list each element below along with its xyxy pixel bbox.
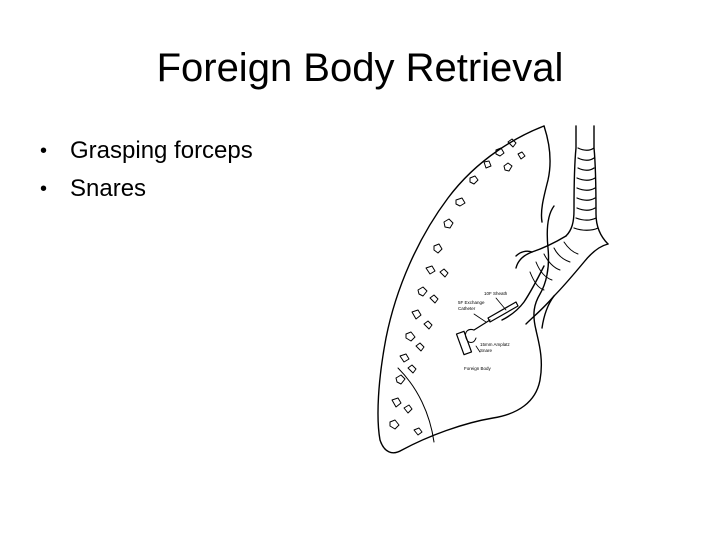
label-sheath: 10F Sheath xyxy=(484,291,508,296)
bullet-list: • Grasping forceps • Snares xyxy=(40,132,253,208)
label-snare-1: 15mm Amplatz xyxy=(480,342,511,347)
label-snare-2: Snare xyxy=(480,348,493,353)
sheath-tube xyxy=(487,301,519,323)
bullet-item-grasping-forceps: • Grasping forceps xyxy=(40,132,253,170)
label-catheter-2: Catheter xyxy=(458,306,476,311)
bronchus-rings xyxy=(529,241,579,291)
trachea-right-wall xyxy=(593,125,609,245)
lung-outline xyxy=(377,125,545,454)
slide-title: Foreign Body Retrieval xyxy=(156,46,564,90)
lung-fissure xyxy=(397,367,435,443)
tracheal-rings xyxy=(573,147,599,231)
label-pointer-snare xyxy=(475,345,481,353)
bronchus-branch-lower xyxy=(541,295,555,329)
bronchus-inner xyxy=(501,265,545,321)
bullet-item-snares: • Snares xyxy=(40,170,253,208)
bullet-text: Grasping forceps xyxy=(70,137,253,164)
bullet-dot-icon: • xyxy=(40,140,48,162)
trachea-left-wall xyxy=(565,125,577,237)
lung-upper-edge xyxy=(540,125,551,223)
foreign-body-shape xyxy=(455,330,473,356)
bronchus-lower-wall xyxy=(525,243,609,325)
alveolar-texture xyxy=(389,138,526,436)
label-pointer-catheter xyxy=(473,313,487,323)
bullet-dot-icon: • xyxy=(40,178,48,200)
label-catheter-1: 5F Exchange xyxy=(458,300,485,305)
catheter-line xyxy=(473,319,491,331)
bronchus-branch-upper xyxy=(515,250,533,257)
lung-inner-edge xyxy=(533,205,555,331)
label-foreign-body: Foreign Body xyxy=(464,366,492,371)
label-pointer-sheath xyxy=(495,297,507,311)
bullet-text: Snares xyxy=(70,175,147,202)
lung-illustration: 10F Sheath 5F Exchange Catheter 15mm Amp… xyxy=(368,118,618,458)
lung-bronchus-illustration-icon: 10F Sheath 5F Exchange Catheter 15mm Amp… xyxy=(377,125,609,454)
